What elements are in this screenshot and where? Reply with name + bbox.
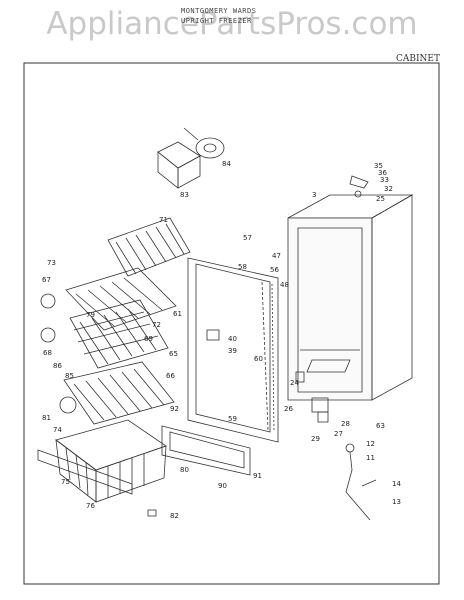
part-label: 28 xyxy=(341,420,350,428)
part-label: 67 xyxy=(42,276,51,284)
part-label: 63 xyxy=(376,422,385,430)
part-label: 32 xyxy=(384,185,393,193)
evaporator-panel xyxy=(69,299,169,369)
part-label: 36 xyxy=(378,169,387,177)
header-line-1: MONTGOMERY WARDS xyxy=(181,7,257,15)
part-label: 82 xyxy=(170,512,179,520)
part-labels: 84 83 71 57 73 58 67 47 56 48 79 72 61 6… xyxy=(42,160,401,520)
part-label: 29 xyxy=(311,435,320,443)
shelf-knob xyxy=(59,396,77,414)
cabinet-body xyxy=(287,194,414,401)
part-label: 71 xyxy=(159,216,168,224)
part-label: 68 xyxy=(43,349,52,357)
part-label: 80 xyxy=(180,466,189,474)
part-label: 65 xyxy=(169,350,178,358)
wire-rack xyxy=(107,217,191,277)
part-label: 81 xyxy=(42,414,51,422)
hinge-assembly xyxy=(295,371,329,423)
part-label: 57 xyxy=(243,234,252,242)
grille-shelf xyxy=(65,267,177,331)
part-label: 11 xyxy=(366,454,375,462)
part-label: 69 xyxy=(144,335,153,343)
part-label: 79 xyxy=(86,311,95,319)
part-label: 74 xyxy=(53,426,62,434)
part-label: 92 xyxy=(170,405,179,413)
part-label: 91 xyxy=(253,472,262,480)
frame-border xyxy=(23,62,440,585)
part-label: 12 xyxy=(366,440,375,448)
bottom-rail xyxy=(37,449,133,495)
part-label: 24 xyxy=(290,379,299,387)
header-line-2: UPRIGHT FREEZER xyxy=(181,17,252,25)
part-label: 35 xyxy=(374,162,383,170)
part-label: 14 xyxy=(392,480,401,488)
part-label: 83 xyxy=(180,191,189,199)
part-label: 66 xyxy=(166,372,175,380)
top-hinge xyxy=(349,175,369,198)
part-label: 84 xyxy=(222,160,231,168)
part-label: 47 xyxy=(272,252,281,260)
part-label: 40 xyxy=(228,335,237,343)
part-label: 60 xyxy=(254,355,263,363)
fan-assembly xyxy=(157,127,225,189)
control-knob xyxy=(40,327,56,343)
part-label: 61 xyxy=(173,310,182,318)
part-label: 25 xyxy=(376,195,385,203)
part-label: 90 xyxy=(218,482,227,490)
part-label: 73 xyxy=(47,259,56,267)
part-label: 58 xyxy=(238,263,247,271)
part-label: 75 xyxy=(61,478,70,486)
part-label: 86 xyxy=(53,362,62,370)
part-label: 13 xyxy=(392,498,401,506)
part-label: 56 xyxy=(270,266,279,274)
door-bottom-trim xyxy=(161,425,251,476)
part-label: 26 xyxy=(284,405,293,413)
part-label: 72 xyxy=(152,321,161,329)
door-assembly xyxy=(187,257,279,443)
thermostat-knob xyxy=(40,293,56,309)
foot-pad xyxy=(147,509,157,517)
part-label: 48 xyxy=(280,281,289,289)
part-label: 39 xyxy=(228,347,237,355)
part-label: 33 xyxy=(380,176,389,184)
part-label: 27 xyxy=(334,430,343,438)
watermark: AppliancePartsPros.com xyxy=(46,6,418,42)
leveling-leg xyxy=(345,443,377,521)
wire-shelf xyxy=(63,361,175,425)
wire-basket xyxy=(55,419,167,503)
part-label: 3 xyxy=(312,191,316,199)
part-label: 59 xyxy=(228,415,237,423)
section-label: CABINET xyxy=(395,54,440,64)
part-label: 85 xyxy=(65,372,74,380)
part-label: 76 xyxy=(86,502,95,510)
